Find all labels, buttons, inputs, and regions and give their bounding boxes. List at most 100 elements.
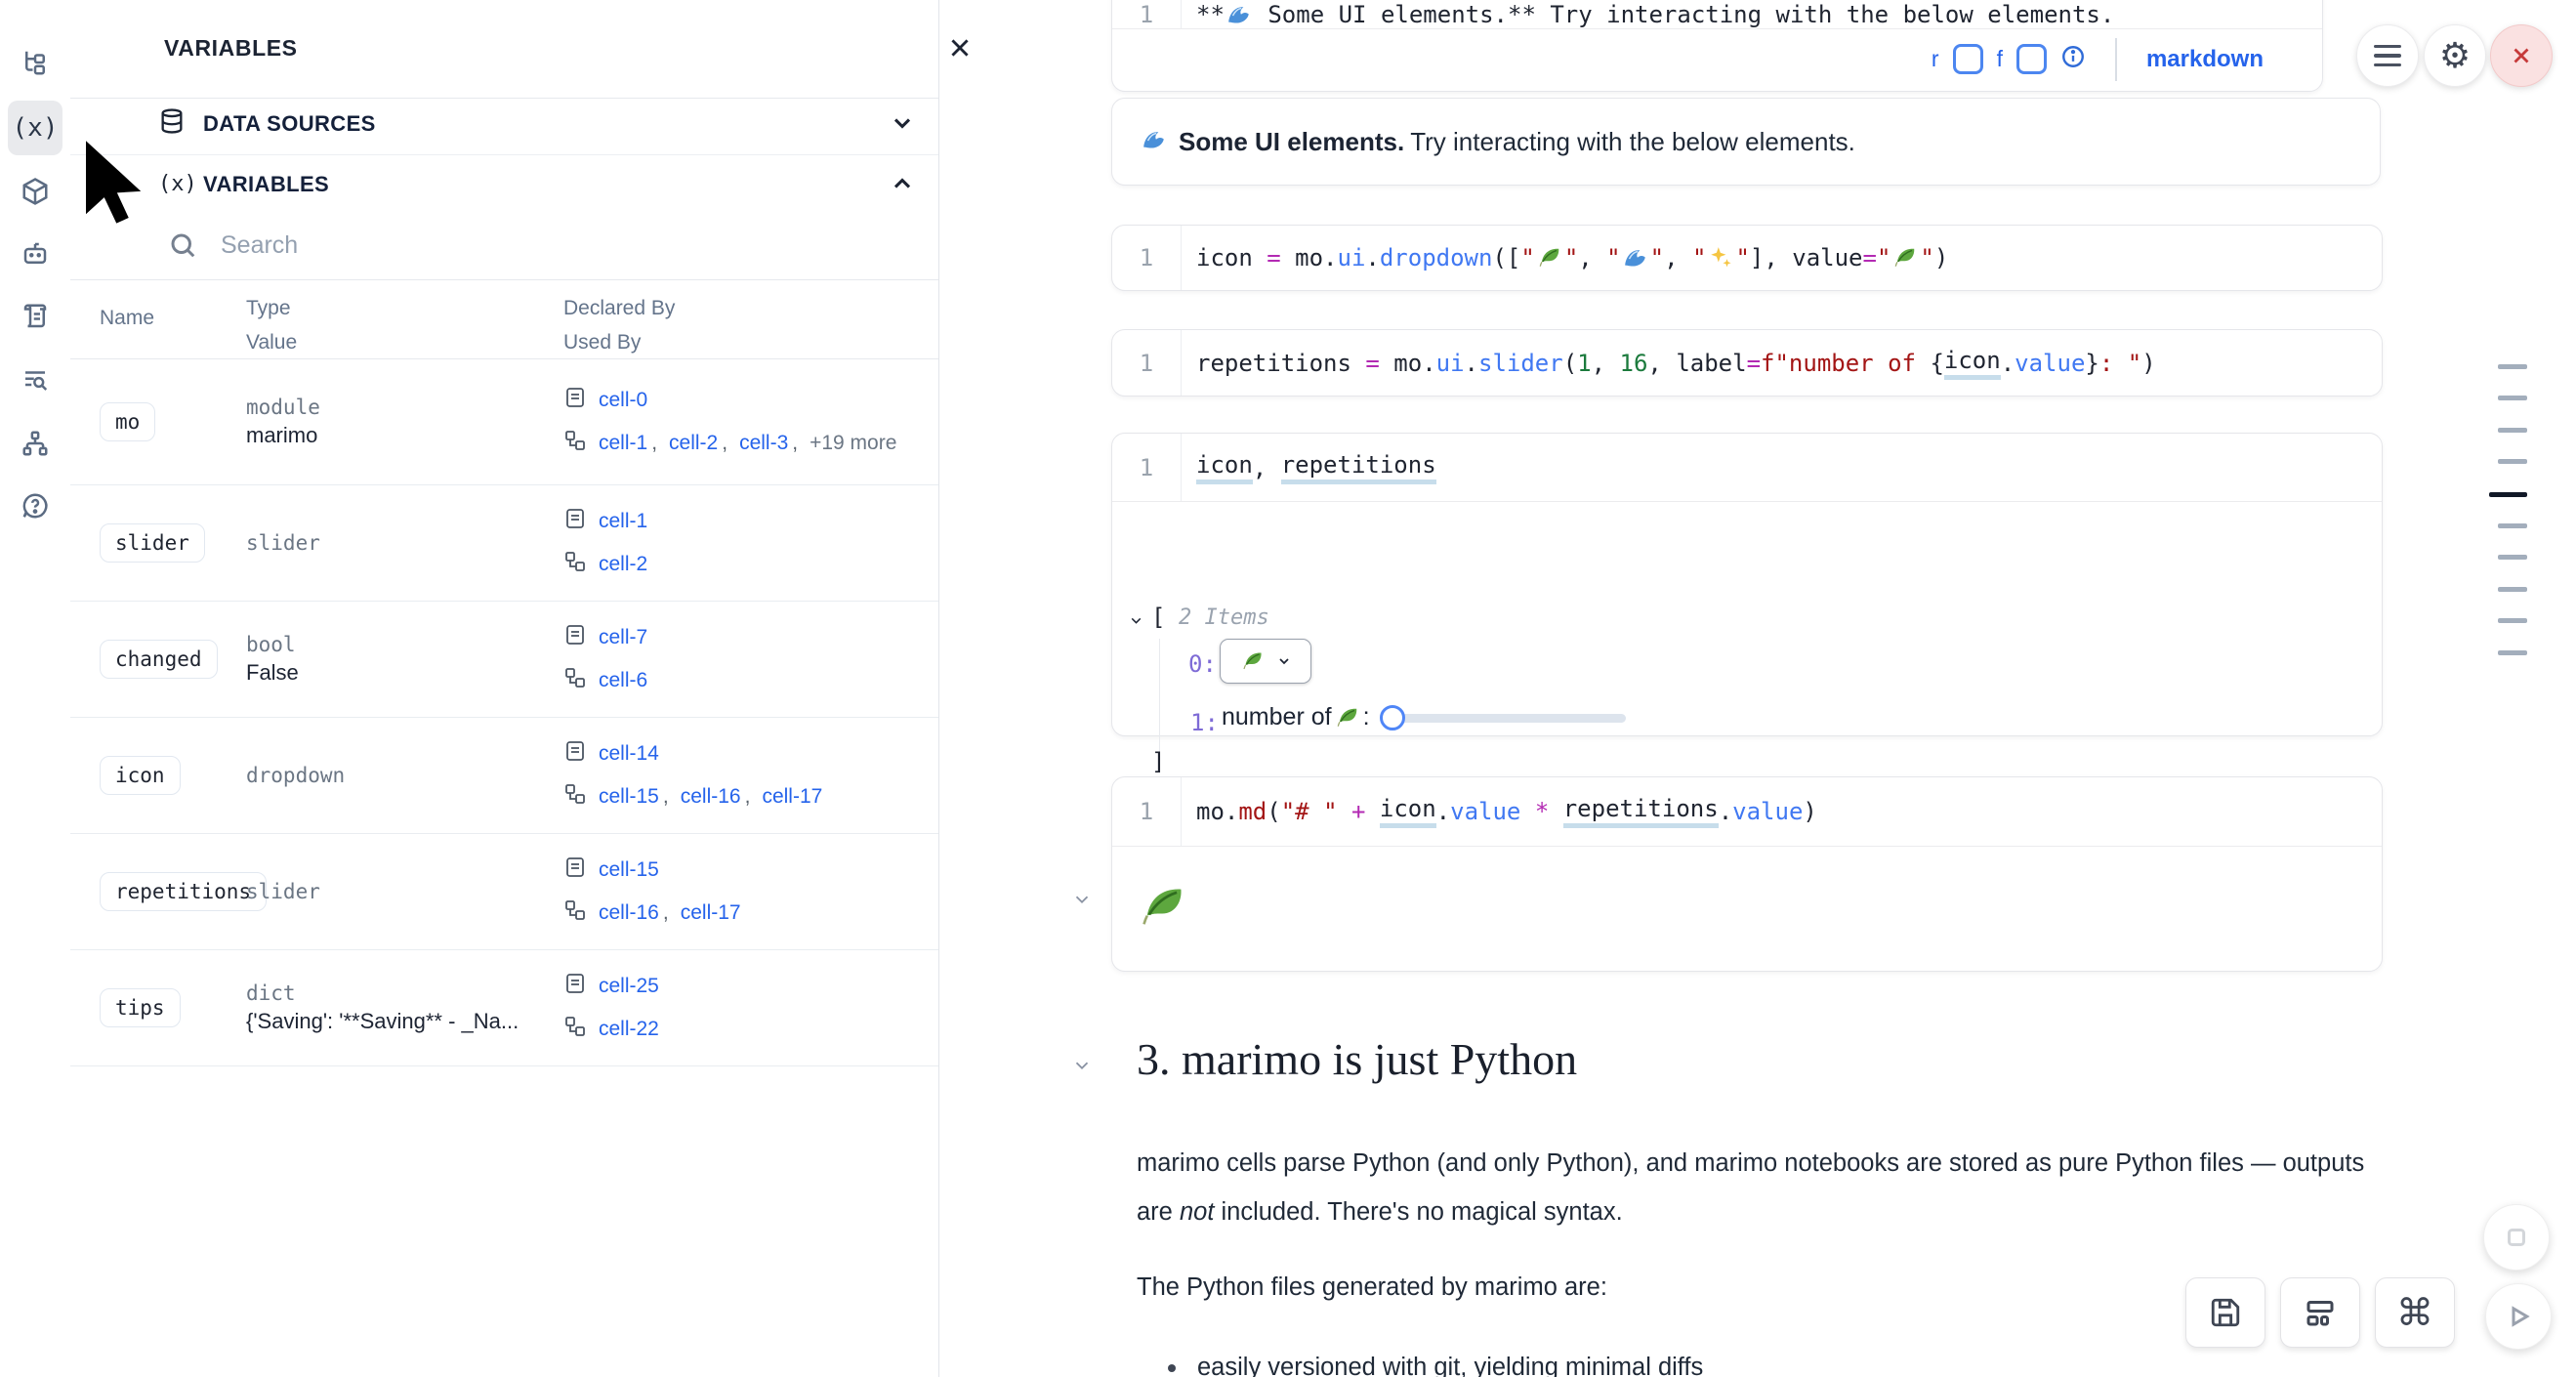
repetitions-slider[interactable] [1379, 704, 1626, 731]
code-line[interactable]: icon = mo.ui.dropdown([" ", " ", " "], v… [1196, 244, 1949, 271]
search-icon [168, 230, 197, 265]
reactive-checkbox[interactable] [1952, 44, 1983, 74]
chevron-down-icon[interactable] [889, 109, 916, 142]
cell-link[interactable]: cell-7 [599, 626, 648, 648]
cell-minimap [2489, 0, 2538, 1377]
cell-link[interactable]: cell-25 [599, 975, 659, 997]
minimap-cell-marker[interactable] [2498, 428, 2527, 433]
variable-type: slider [246, 880, 320, 903]
layout-rows-icon [2306, 1301, 2334, 1326]
settings-button[interactable]: ⚙ [2424, 24, 2486, 87]
markdown-editor-cell: 1 ** Some UI elements.** Try interacting… [1111, 0, 2323, 92]
minimap-cell-marker[interactable] [2498, 396, 2527, 400]
minimap-cell-marker[interactable] [2498, 364, 2527, 369]
sparkles-emoji [1708, 245, 1733, 271]
used-by-icon [563, 666, 587, 695]
command-palette-button[interactable]: ⌘ [2375, 1277, 2455, 1348]
md-bold-text: Some UI elements. [1179, 126, 1405, 156]
used-by-icon [563, 550, 587, 579]
help-icon [22, 493, 48, 519]
variable-type: bool [246, 633, 296, 656]
run-button[interactable] [2485, 1283, 2552, 1350]
code-line[interactable]: repetitions = mo.ui.slider(1, 16, label=… [1196, 330, 2156, 396]
column-header-name: Name [100, 307, 155, 329]
cell-link[interactable]: cell-3 [739, 431, 789, 454]
declared-by-icon [563, 623, 587, 652]
code-line[interactable]: mo.md("# " + icon.value * repetitions.va… [1196, 777, 1817, 846]
variable-name-badge[interactable]: repetitions [100, 872, 268, 911]
cell-link[interactable]: cell-14 [599, 742, 659, 765]
minimap-cell-marker[interactable] [2489, 492, 2527, 497]
cell-menu-button[interactable] [2356, 24, 2419, 87]
tree-collapse-icon[interactable] [1128, 607, 1144, 635]
reactive-toggle-label: r [1931, 46, 1939, 71]
cell-link[interactable]: cell-1 [599, 431, 648, 454]
more-cells-label[interactable]: +19 more [810, 431, 897, 454]
section-collapse-chevron[interactable] [1071, 1055, 1095, 1078]
section-heading: 3. marimo is just Python [1137, 1034, 1578, 1084]
minimap-cell-marker[interactable] [2498, 555, 2527, 560]
close-panel-button[interactable] [947, 35, 975, 63]
variable-value: {'Saving': '**Saving** - _Na... [246, 1009, 519, 1033]
sidebar-item-help[interactable] [8, 479, 62, 533]
minimap-cell-marker[interactable] [2498, 459, 2527, 464]
variable-name-badge[interactable]: slider [100, 523, 205, 563]
slider-thumb[interactable] [1379, 704, 1405, 730]
minimap-cell-marker[interactable] [2498, 618, 2527, 623]
cell-link[interactable]: cell-22 [599, 1018, 659, 1040]
chevron-up-icon[interactable] [889, 170, 916, 202]
cell-link[interactable]: cell-2 [599, 553, 648, 575]
save-icon [2211, 1298, 2240, 1327]
sidebar-item-file-tree[interactable] [8, 35, 62, 90]
variable-name-badge[interactable]: tips [100, 988, 181, 1027]
search-input[interactable] [219, 223, 809, 268]
leaf-emoji [1892, 245, 1918, 271]
used-by-icon [563, 1015, 587, 1044]
variables-panel: VARIABLES DATA SOURCES (x) VARIABLES [70, 0, 969, 1377]
cell-language-label[interactable]: markdown [2145, 45, 2264, 72]
variable-name-badge[interactable]: icon [100, 756, 181, 795]
layout-button[interactable] [2280, 1277, 2360, 1348]
cell-link[interactable]: cell-15 [599, 785, 659, 808]
shutdown-button[interactable] [2490, 24, 2553, 87]
cell-link[interactable]: cell-2 [669, 431, 719, 454]
cell-link[interactable]: cell-1 [599, 510, 648, 532]
sidebar-item-logs[interactable] [8, 353, 62, 407]
cell-link[interactable]: cell-16 [599, 901, 659, 924]
cell-link[interactable]: cell-0 [599, 388, 648, 411]
minimap-cell-marker[interactable] [2498, 650, 2527, 655]
info-icon[interactable] [2060, 44, 2086, 74]
cell-link[interactable]: cell-17 [680, 901, 741, 924]
declared-by-icon [563, 386, 587, 415]
stop-button[interactable] [2483, 1204, 2550, 1271]
cell-collapse-chevron[interactable] [1071, 889, 1095, 912]
cell-link[interactable]: cell-15 [599, 858, 659, 881]
slider-track[interactable] [1389, 713, 1626, 723]
variable-name-badge[interactable]: mo [100, 401, 156, 441]
cell-link[interactable]: cell-6 [599, 669, 648, 691]
sidebar-item-variables[interactable]: (x) [8, 101, 62, 155]
variable-type: slider [246, 531, 320, 555]
cell-link[interactable]: cell-16 [680, 785, 741, 808]
dependency-graph-icon [22, 431, 48, 456]
minimap-cell-marker[interactable] [2498, 523, 2527, 528]
save-button[interactable] [2185, 1277, 2265, 1348]
minimap-cell-marker[interactable] [2498, 587, 2527, 592]
format-checkbox[interactable] [2015, 44, 2047, 74]
code-line[interactable]: icon, repetitions [1196, 434, 1436, 501]
icon-dropdown-select[interactable] [1220, 639, 1311, 684]
sidebar-item-dependency-graph[interactable] [8, 416, 62, 471]
tree-output: [ 2 Items 0: 1: number of : ] [1112, 501, 2382, 775]
sidebar-item-packages[interactable] [8, 164, 62, 219]
code-cell-md-output: 1 mo.md("# " + icon.value * repetitions.… [1111, 776, 2383, 972]
top-cell-code-line[interactable]: ** Some UI elements.** Try interacting w… [1196, 1, 2115, 28]
sidebar-item-snippets[interactable] [8, 289, 62, 344]
tree-index-1: 1: [1190, 709, 1219, 736]
tree-open-bracket: [ [1151, 604, 1166, 631]
variables-icon: (x) [12, 113, 59, 143]
sidebar-item-ai-assistant[interactable] [8, 227, 62, 281]
cell-link[interactable]: cell-17 [762, 785, 823, 808]
variable-name-badge[interactable]: changed [100, 640, 218, 679]
markdown-output-cell: Some UI elements. Try interacting with t… [1111, 98, 2381, 186]
